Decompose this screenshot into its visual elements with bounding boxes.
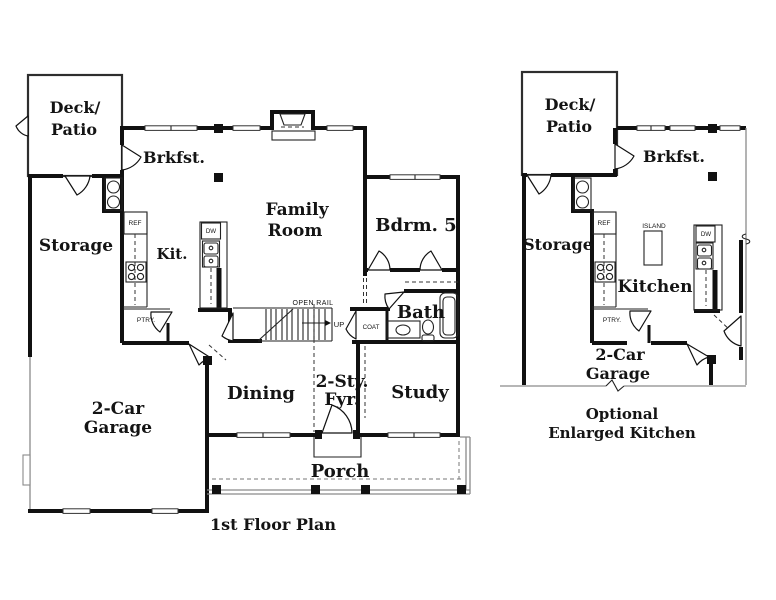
- label-pantry-optional: PTRY.: [603, 317, 621, 324]
- label-bedroom5: Bdrm. 5: [375, 215, 456, 236]
- stairs: [233, 307, 333, 342]
- label-dishwasher-optional: DW: [701, 231, 711, 238]
- label-coat: COAT: [363, 324, 380, 331]
- label-deck-optional-line2: Patio: [546, 117, 592, 136]
- bathtub: [439, 292, 459, 339]
- label-deck-line1: Deck/: [50, 98, 101, 117]
- label-refrigerator-optional: REF: [598, 220, 611, 227]
- label-pantry: PTRY.: [137, 317, 155, 324]
- post-breakfast-optional: [708, 172, 717, 181]
- fireplace: [270, 110, 316, 141]
- deck-patio-outline: [26, 73, 124, 178]
- optional-labels: Deck/ Patio Brkfst. Storage Kitchen ISLA…: [523, 95, 711, 442]
- label-storage: Storage: [39, 236, 113, 256]
- porch-post: [457, 485, 466, 494]
- dishwasher-optional: [695, 225, 716, 243]
- storage-door-optional: [526, 174, 552, 195]
- label-open-rail: OPEN RAIL: [293, 300, 334, 307]
- kitchen-sink-optional: [695, 242, 714, 270]
- porch-post: [361, 485, 370, 494]
- storage-door: [64, 175, 91, 196]
- optional-dashed-lines: [713, 314, 732, 332]
- deck-patio-outline-optional: [520, 70, 619, 177]
- garage-side-detail: [22, 454, 31, 486]
- label-refrigerator: REF: [129, 220, 142, 227]
- optional-windows: [636, 125, 741, 131]
- optional-kitchen-fixtures: [573, 177, 723, 311]
- kitchen-fixtures: [104, 177, 228, 343]
- label-storage-optional: Storage: [523, 235, 593, 254]
- label-garage-line1: 2-Car: [92, 399, 145, 419]
- label-garage-optional-line2: Garage: [586, 364, 650, 383]
- optional-doors: [526, 143, 742, 366]
- hall-dining-door: [221, 312, 234, 342]
- garage-entry-door-optional: [686, 343, 710, 366]
- pantry-door-optional: [629, 310, 652, 332]
- deck-side-door: [15, 115, 29, 137]
- caption-first-floor: 1st Floor Plan: [210, 515, 336, 534]
- kitchen-sink: [201, 240, 221, 268]
- post-top-wall: [214, 124, 223, 133]
- label-family-line2: Room: [268, 221, 323, 241]
- coat-closet-door: [345, 310, 357, 340]
- main-windows: [62, 125, 441, 514]
- label-garage-optional-line1: 2-Car: [595, 345, 645, 364]
- label-breakfast-optional: Brkfst.: [643, 147, 705, 166]
- label-deck-line2: Patio: [51, 120, 97, 139]
- bedroom5-door: [367, 250, 391, 271]
- cooktop: [125, 261, 147, 283]
- main-floor-plan: Deck/ Patio Brkfst. Storage Kit. Family …: [15, 73, 471, 534]
- doors: [15, 115, 443, 439]
- optional-walls: [522, 126, 746, 385]
- porch-post: [311, 485, 320, 494]
- vanity-sink: [395, 324, 411, 336]
- cooktop-optional: [594, 261, 616, 283]
- pantry-door: [150, 311, 173, 333]
- breakfast-door-optional: [614, 143, 635, 170]
- caption-optional-line2: Enlarged Kitchen: [548, 424, 696, 442]
- front-door: [321, 404, 353, 434]
- dashed-lines: [208, 278, 367, 432]
- post-breakfast: [214, 173, 223, 182]
- porch: [207, 436, 471, 495]
- bath-door: [384, 291, 405, 310]
- label-family-line1: Family: [266, 200, 330, 220]
- label-island: ISLAND: [642, 223, 666, 230]
- label-deck-optional-line1: Deck/: [545, 95, 596, 114]
- label-kitchen: Kit.: [157, 245, 188, 263]
- main-labels: Deck/ Patio Brkfst. Storage Kit. Family …: [39, 98, 457, 534]
- label-garage-line2: Garage: [84, 418, 152, 438]
- dishwasher: [200, 222, 222, 240]
- label-dishwasher: DW: [206, 228, 216, 235]
- hall-door: [419, 250, 443, 271]
- kitchen-island: [643, 230, 663, 266]
- label-kitchen-optional: Kitchen: [618, 277, 693, 297]
- post-top-wall-optional: [708, 124, 717, 133]
- optional-kitchen-plan: Deck/ Patio Brkfst. Storage Kitchen ISLA…: [500, 70, 751, 442]
- label-up: UP: [334, 320, 344, 329]
- label-foyer-line1: 2-Sty.: [316, 372, 369, 392]
- break-lines: [500, 128, 751, 392]
- label-bath: Bath: [397, 302, 445, 323]
- toilet: [421, 319, 435, 342]
- caption-optional-line1: Optional: [586, 405, 659, 423]
- label-porch: Porch: [311, 461, 370, 482]
- label-dining: Dining: [227, 383, 295, 404]
- label-foyer-line2: Fyr.: [324, 390, 359, 410]
- main-walls: [28, 126, 460, 513]
- breakfast-door: [121, 144, 142, 171]
- hall-door-optional: [723, 315, 742, 347]
- vanity: [386, 320, 421, 339]
- porch-post: [212, 485, 221, 494]
- bath-fixtures: [386, 281, 459, 342]
- label-study: Study: [391, 382, 449, 403]
- label-breakfast: Brkfst.: [143, 148, 205, 167]
